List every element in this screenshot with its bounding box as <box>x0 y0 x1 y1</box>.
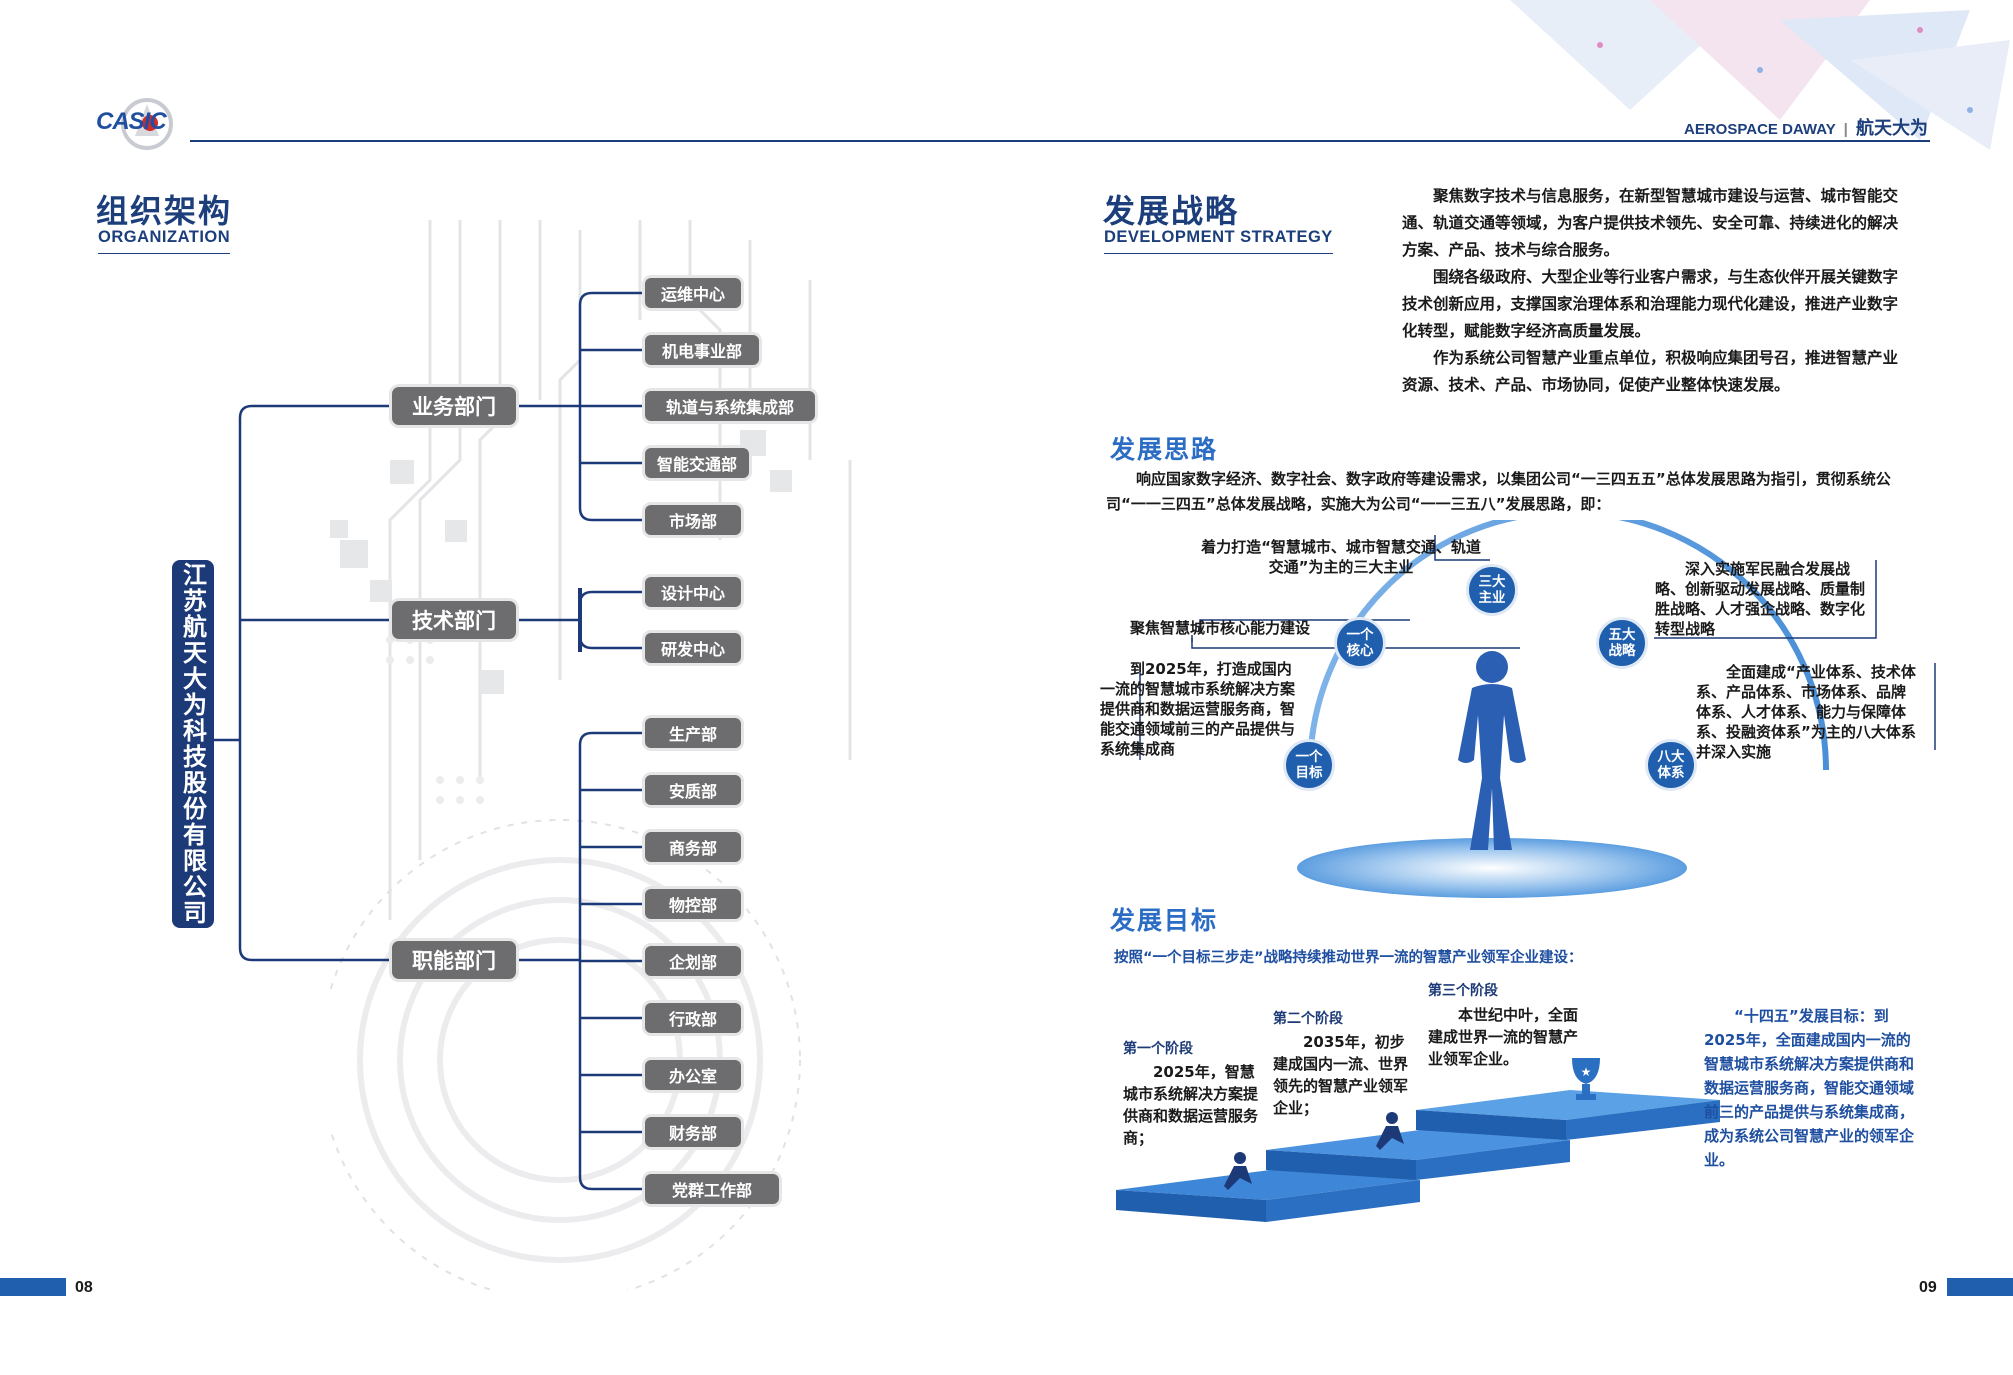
goals-intro: 按照“一个目标三步走”战略持续推动世界一流的智慧产业领军企业建设： <box>1114 950 1583 966</box>
unit-smart-traffic: 智能交通部 <box>645 448 749 478</box>
organization-title: 组织架构 <box>96 192 233 230</box>
stage-2-text: 2035年，初步建成国内一流、世界领先的智慧产业领军企业； <box>1273 1033 1409 1117</box>
stage-1-text: 2025年，智慧城市系统解决方案提供商和数据运营服务商； <box>1123 1063 1259 1147</box>
company-name-box: 江苏航天大为科技股份有限公司 <box>172 560 214 928</box>
page-number-right: 09 <box>1919 1279 1937 1296</box>
page-number-left: 08 <box>75 1279 93 1296</box>
strategy-paragraphs: 聚焦数字技术与信息服务，在新型智慧城市建设与运营、城市智能交通、轨道交通等领域，… <box>1402 183 1910 399</box>
unit-general-office: 办公室 <box>645 1060 741 1090</box>
approach-intro: 响应国家数字经济、数字社会、数字政府等建设需求，以集团公司“一三四五五”总体发展… <box>1106 470 1891 513</box>
company-name: 江苏航天大为科技股份有限公司 <box>178 562 207 926</box>
unit-ops-center: 运维中心 <box>645 278 741 308</box>
node-label: 五大 战略 <box>1608 627 1636 659</box>
unit-rail-integration: 轨道与系统集成部 <box>645 391 815 421</box>
node-eight-systems: 八大 体系 <box>1645 739 1697 791</box>
node-label: 一个 目标 <box>1295 749 1323 781</box>
node-label: 八大 体系 <box>1657 749 1685 781</box>
node-label: 三大 主业 <box>1478 574 1506 606</box>
stage-1-title: 第一个阶段 <box>1123 1041 1193 1057</box>
approach-diagram <box>1139 520 1936 898</box>
page-number-bar-right <box>1947 1278 2013 1296</box>
brand-en: AEROSPACE DAWAY <box>1684 121 1836 138</box>
brand-cn: 航天大为 <box>1856 118 1928 138</box>
unit-design-center: 设计中心 <box>645 577 741 607</box>
unit-marketing: 市场部 <box>645 505 741 535</box>
header-rule <box>190 140 1930 142</box>
callout-eight-systems: 全面建成“产业体系、技术体系、产品体系、市场体系、品牌体系、人才体系、能力与保障… <box>1696 663 1916 761</box>
fourteenth-plan-goal: “十四五”发展目标：到2025年，全面建成国内一流的智慧城市系统解决方案提供商和… <box>1704 1007 1915 1169</box>
callout-one-core: 聚焦智慧城市核心能力建设 <box>1130 619 1311 637</box>
stage-3-title: 第三个阶段 <box>1428 983 1498 999</box>
strategy-paragraph: 聚焦数字技术与信息服务，在新型智慧城市建设与运营、城市智能交通、轨道交通等领域，… <box>1402 187 1899 259</box>
unit-party-affairs: 党群工作部 <box>645 1174 779 1204</box>
callout-one-goal: 到2025年，打造成国内一流的智慧城市系统解决方案提供商和数据运营服务商，智能交… <box>1100 660 1296 758</box>
logo-text: CASIC <box>96 108 167 135</box>
unit-production: 生产部 <box>645 718 741 748</box>
node-one-goal: 一个 目标 <box>1283 739 1335 791</box>
page-number-bar-left <box>0 1278 66 1296</box>
callout-three-businesses: 着力打造“智慧城市、城市智慧交通、轨道交通”为主的三大主业 <box>1201 538 1481 576</box>
brand-name: AEROSPACE DAWAY | 航天大为 <box>1684 118 1928 138</box>
node-label: 一个 核心 <box>1346 627 1374 659</box>
unit-quality: 安质部 <box>645 775 741 805</box>
organization-subtitle: ORGANIZATION <box>98 228 231 254</box>
unit-mech-elec: 机电事业部 <box>645 335 759 365</box>
unit-rnd-center: 研发中心 <box>645 633 741 663</box>
strategy-title: 发展战略 <box>1103 192 1240 230</box>
dept-functional: 职能部门 <box>392 941 516 979</box>
unit-commerce: 商务部 <box>645 832 741 862</box>
unit-material-control: 物控部 <box>645 889 741 919</box>
approach-title: 发展思路 <box>1110 435 1219 464</box>
dept-business: 业务部门 <box>392 387 516 425</box>
node-three-businesses: 三大 主业 <box>1466 564 1518 616</box>
unit-administration: 行政部 <box>645 1003 741 1033</box>
node-one-core: 一个 核心 <box>1334 617 1386 669</box>
svg-text:★: ★ <box>1581 1065 1592 1079</box>
org-connectors <box>214 291 650 1191</box>
stage-2-title: 第二个阶段 <box>1273 1011 1343 1027</box>
unit-planning: 企划部 <box>645 946 741 976</box>
trophy-icon: ★ <box>1572 1058 1600 1100</box>
casic-logo-emblem <box>121 98 173 150</box>
strategy-paragraph: 作为系统公司智慧产业重点单位，积极响应集团号召，推进智慧产业资源、技术、产品、市… <box>1402 349 1899 394</box>
strategy-subtitle: DEVELOPMENT STRATEGY <box>1104 228 1333 254</box>
stage-3-text: 本世纪中叶，全面建成世界一流的智慧产业领军企业。 <box>1428 1006 1579 1068</box>
node-five-strategies: 五大 战略 <box>1596 617 1648 669</box>
goals-title: 发展目标 <box>1110 906 1219 935</box>
dept-technology: 技术部门 <box>392 601 516 639</box>
unit-finance: 财务部 <box>645 1117 741 1147</box>
stairs-illustration: ★ <box>1116 1058 1720 1222</box>
strategy-paragraph: 围绕各级政府、大型企业等行业客户需求，与生态伙伴开展关键数字技术创新应用，支撑国… <box>1402 268 1899 340</box>
triangle-decoration <box>1510 0 2010 150</box>
callout-five-strategies: 深入实施军民融合发展战略、创新驱动发展战略、质量制胜战略、人才强企战略、数字化转… <box>1655 560 1866 638</box>
